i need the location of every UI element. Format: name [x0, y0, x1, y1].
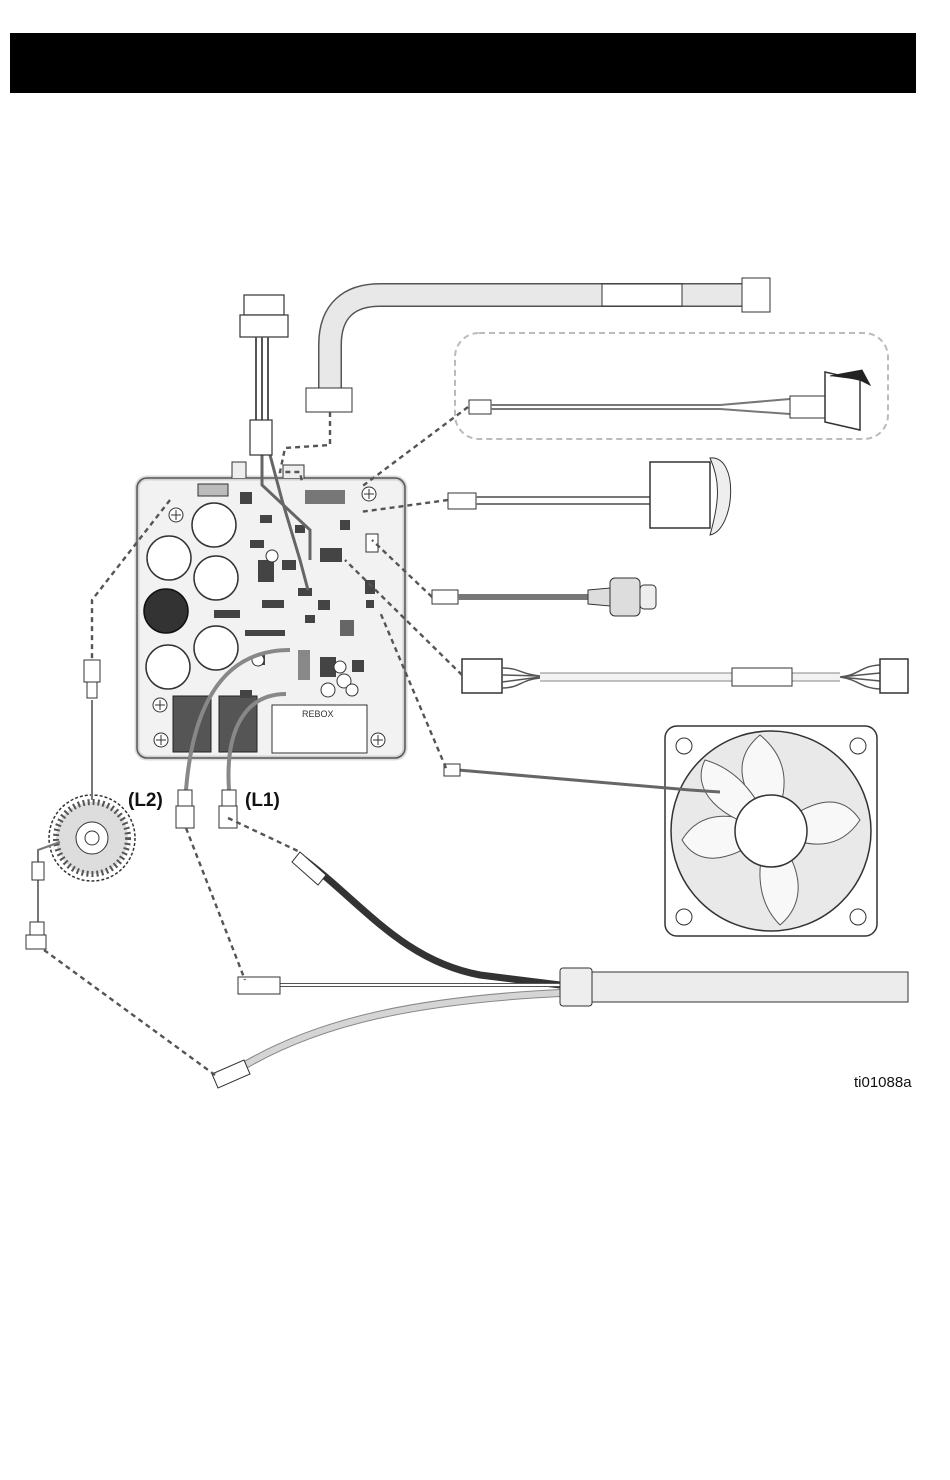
- l2-terminal: [176, 790, 194, 828]
- ribbon-cable: [306, 278, 770, 412]
- l1-terminal: [219, 790, 237, 828]
- four-pin-cable: [462, 659, 908, 693]
- l2-label: (L2): [128, 790, 163, 811]
- thermistor-icon: [432, 578, 656, 616]
- control-board: REBOX: [137, 455, 405, 790]
- fan-icon: [444, 726, 877, 936]
- sensor-icon: [448, 458, 731, 535]
- top-connector: [240, 295, 288, 455]
- figure-id: ti01088a: [854, 1074, 912, 1091]
- toroid-icon: [26, 660, 135, 949]
- l1-label: (L1): [245, 790, 280, 811]
- board-label: REBOX: [302, 709, 334, 719]
- optional-part-outline: [455, 333, 888, 439]
- switch-icon: [469, 370, 870, 430]
